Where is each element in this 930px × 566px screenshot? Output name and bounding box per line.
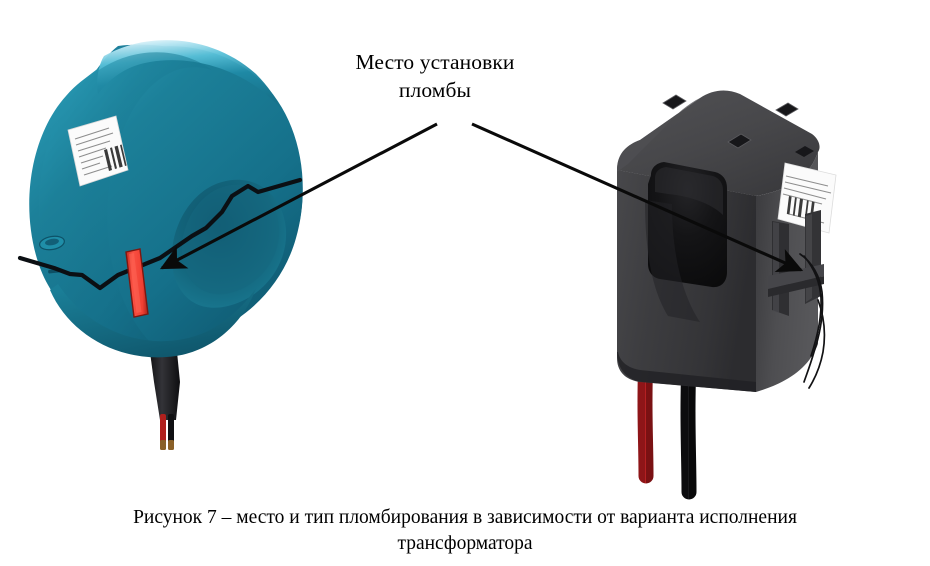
latch-post-left-edge: [773, 222, 779, 313]
top-face-fastener-recesses: [662, 94, 814, 157]
callout-label: Место установки пломбы: [300, 48, 570, 105]
pigtail-wire-red: [160, 414, 166, 448]
aperture-shadow: [645, 200, 700, 322]
body-bottom-edge: [617, 352, 756, 392]
seal-flange-shadow: [768, 276, 824, 297]
right-unit-product-label: [777, 162, 837, 234]
red-seal-strip: [125, 248, 149, 318]
lead-black-lower: [680, 404, 697, 500]
pigtail-tip-red: [160, 440, 166, 450]
label-text-lines: [74, 127, 114, 176]
label-plate: [777, 162, 837, 234]
caption-line-2: трансформатора: [397, 533, 533, 555]
drum-front-face: [38, 52, 212, 343]
label-barcode: [104, 144, 127, 171]
body-top-left-bevel: [617, 98, 700, 172]
latch-post-right-edge: [806, 214, 812, 302]
lead-red-lower: [637, 396, 654, 484]
leader-line-left: [159, 122, 438, 270]
callout-line-1: Место установки: [355, 50, 515, 74]
callout-leader-lines: [159, 122, 804, 273]
left-round-transformer: [17, 40, 303, 450]
mounting-boss-recess: [45, 238, 59, 246]
drum-bottom-shade: [50, 284, 256, 358]
aperture-top-sheen: [655, 167, 723, 215]
sealing-wire: [799, 253, 826, 389]
figure-caption: Рисунок 7 – место и тип пломбирования в …: [55, 505, 875, 558]
left-cable-assembly: [150, 352, 180, 450]
right-rectangular-transformer: [617, 90, 837, 518]
left-unit-product-label: [67, 115, 129, 187]
pigtail-wire-black: [168, 414, 174, 448]
caption-line-1: Рисунок 7 – место и тип пломбирования в …: [133, 507, 797, 528]
red-seal-highlight: [129, 253, 142, 313]
seal-flange: [768, 264, 824, 289]
leader-line-right: [471, 122, 804, 273]
cable-gland: [150, 352, 180, 420]
drum-bore-inner: [181, 184, 280, 295]
pigtail-tip-black: [168, 440, 174, 450]
callout-line-2: пломбы: [398, 78, 472, 103]
